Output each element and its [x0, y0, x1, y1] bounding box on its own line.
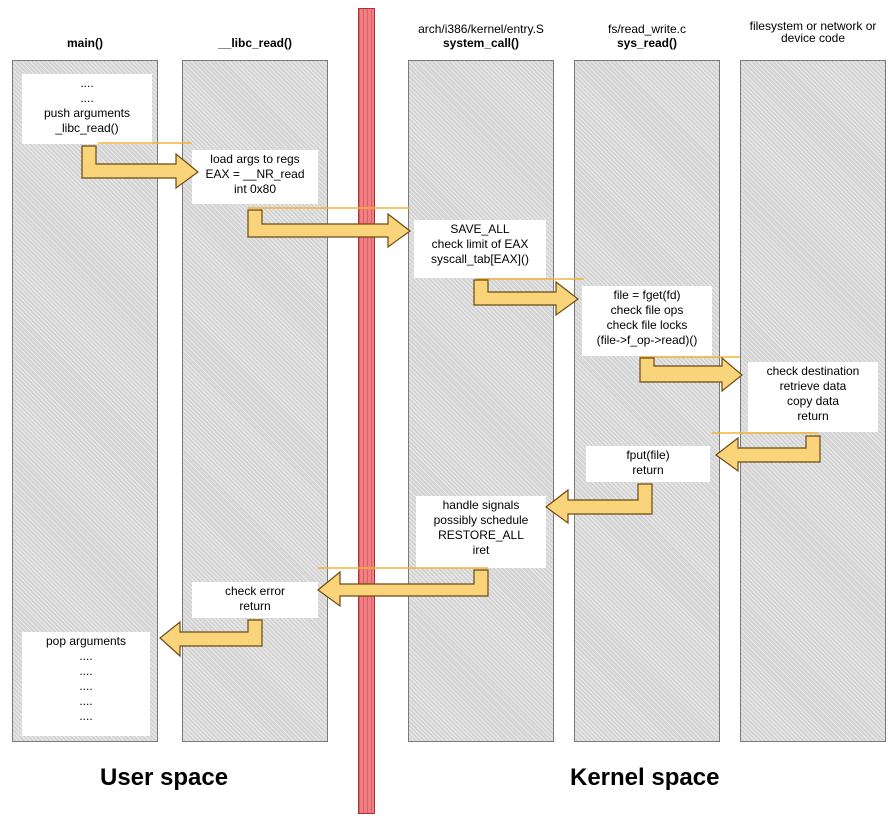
box-line: .... [79, 709, 93, 723]
box-line: return [797, 409, 829, 423]
box-line: check file ops [610, 303, 684, 317]
filesystem-title-line1: filesystem or network [749, 19, 863, 33]
box-line: load args to regs [210, 152, 300, 166]
box-main-push-args: .... .... push arguments _libc_read() [22, 74, 152, 144]
box-line: return [239, 599, 271, 613]
box-line: check file locks [606, 318, 688, 332]
box-line: check limit of EAX [431, 237, 529, 251]
box-line: .... [79, 694, 93, 708]
system-call-title: system_call() [442, 36, 520, 50]
sys-read-path: fs/read_write.c [607, 22, 687, 36]
box-line: copy data [786, 394, 840, 408]
header-main: main() [12, 36, 158, 50]
box-line: syscall_tab[EAX]() [430, 252, 530, 266]
box-line: .... [79, 679, 93, 693]
box-line: check error [224, 584, 286, 598]
arrow-sysread-to-fs [639, 356, 743, 393]
box-line: RESTORE_ALL [438, 528, 524, 542]
box-restore-all: handle signals possibly schedule RESTORE… [416, 496, 546, 568]
user-space-label: User space [100, 764, 229, 791]
arrow-sysread-to-syscall [544, 483, 653, 525]
box-line: handle signals [442, 498, 520, 512]
box-line: int 0x80 [233, 182, 277, 196]
column-system-call [408, 60, 554, 742]
arrow-fs-to-sysread [714, 435, 821, 473]
box-line: file = fget(fd) [613, 288, 681, 302]
box-libc-load-args: load args to regs EAX = __NR_read int 0x… [192, 150, 318, 204]
box-sys-read: file = fget(fd) check file ops check fil… [582, 286, 712, 356]
arrow-libc-to-syscall [247, 209, 412, 249]
sys-read-title: sys_read() [616, 36, 678, 50]
box-line: .... [80, 91, 94, 105]
box-line: pop arguments [45, 634, 127, 648]
box-line: _libc_read() [55, 121, 119, 135]
box-line: .... [80, 76, 94, 90]
box-main-pop-args: pop arguments .... .... .... .... .... [22, 632, 150, 736]
box-line: SAVE_ALL [450, 222, 510, 236]
libc-read-title: __libc_read() [217, 36, 293, 50]
box-line: possibly schedule [433, 513, 529, 527]
box-fput: fput(file) return [586, 446, 710, 482]
box-line: check destination [766, 364, 860, 378]
header-filesystem: filesystem or network or device code [730, 20, 896, 44]
box-line: .... [79, 664, 93, 678]
arrow-syscall-to-sysread [473, 279, 580, 317]
filesystem-title-line3: device code [780, 31, 846, 45]
box-filesystem-code: check destination retrieve data copy dat… [748, 362, 878, 432]
main-title: main() [67, 36, 103, 50]
user-kernel-divider [358, 8, 375, 814]
box-line: (file->f_op->read)() [596, 333, 698, 347]
box-line: EAX = __NR_read [205, 167, 305, 181]
filesystem-title-line2: or [865, 19, 877, 33]
box-line: iret [472, 543, 490, 557]
arrow-syscall-to-libc [317, 569, 489, 608]
header-sys-read: fs/read_write.c sys_read() [574, 22, 720, 50]
column-sys-read [574, 60, 720, 742]
arrow-libc-to-main [159, 619, 263, 658]
arrow-main-to-libc [81, 145, 199, 190]
kernel-space-label: Kernel space [570, 764, 720, 791]
header-libc-read: __libc_read() [182, 36, 328, 50]
box-line: .... [79, 649, 93, 663]
system-call-path: arch/i386/kernel/entry.S [418, 22, 544, 36]
box-check-error: check error return [192, 582, 318, 618]
box-save-all: SAVE_ALL check limit of EAX syscall_tab[… [414, 220, 546, 278]
header-system-call: arch/i386/kernel/entry.S system_call() [396, 22, 566, 50]
box-line: retrieve data [779, 379, 847, 393]
box-line: return [632, 463, 664, 477]
box-line: fput(file) [626, 448, 670, 462]
box-line: push arguments [43, 106, 131, 120]
